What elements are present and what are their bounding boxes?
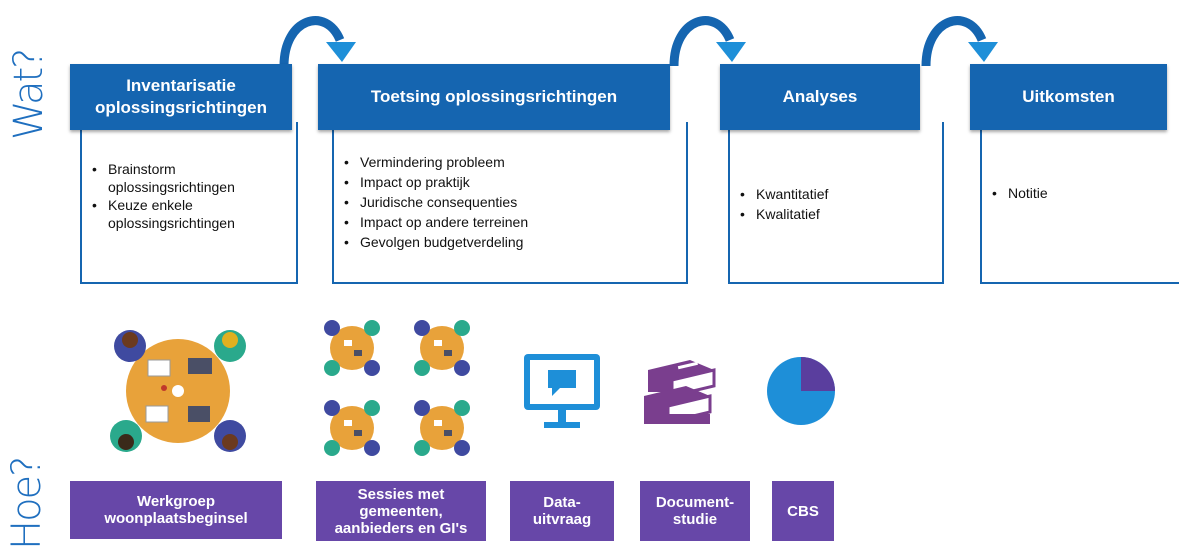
list-item: Gevolgen budgetverdeling: [344, 232, 686, 252]
step-card-toetsing: Vermindering probleem Impact op praktijk…: [332, 122, 688, 284]
books-icon: [644, 360, 716, 424]
list-item: Impact op praktijk: [344, 172, 686, 192]
method-sessies: Sessies met gemeenten, aanbieders en GI'…: [316, 481, 486, 541]
step-card-analyses: Kwantitatief Kwalitatief: [728, 122, 944, 284]
list-item: Kwantitatief: [740, 184, 942, 204]
step-card-inventarisatie: Brainstorm oplossingsrichtingen Keuze en…: [80, 122, 298, 284]
method-documentstudie: Document-studie: [640, 481, 750, 541]
step-header-analyses: Analyses: [720, 64, 920, 130]
step-header-toetsing: Toetsing oplossingsrichtingen: [318, 64, 670, 130]
list-item: Kwalitatief: [740, 204, 942, 224]
wat-label: Wat?: [6, 49, 52, 140]
list-item: Impact op andere terreinen: [344, 212, 686, 232]
step-header-uitkomsten: Uitkomsten: [970, 64, 1167, 130]
arrow-icon: [921, 16, 998, 67]
arrow-icon: [669, 16, 746, 67]
monitor-chat-icon: [524, 354, 600, 428]
list-item: Keuze enkele oplossingsrichtingen: [92, 196, 296, 232]
step-card-uitkomsten: Notitie: [980, 122, 1179, 284]
list-item: Notitie: [992, 184, 1179, 202]
list-item: Brainstorm oplossingsrichtingen: [92, 160, 296, 196]
pie-chart-icon: [767, 357, 835, 425]
arrow-icon: [279, 16, 356, 67]
method-data-uitvraag: Data-uitvraag: [510, 481, 614, 541]
method-cbs: CBS: [772, 481, 834, 541]
round-table-meeting-icon: [110, 330, 246, 452]
hoe-label: Hoe?: [4, 457, 50, 550]
method-werkgroep: Werkgroep woonplaatsbeginsel: [70, 481, 282, 539]
step-header-inventarisatie: Inventarisatie oplossingsrichtingen: [70, 64, 292, 130]
list-item: Juridische consequenties: [344, 192, 686, 212]
list-item: Vermindering probleem: [344, 152, 686, 172]
multiple-meetings-icon: [324, 320, 470, 456]
